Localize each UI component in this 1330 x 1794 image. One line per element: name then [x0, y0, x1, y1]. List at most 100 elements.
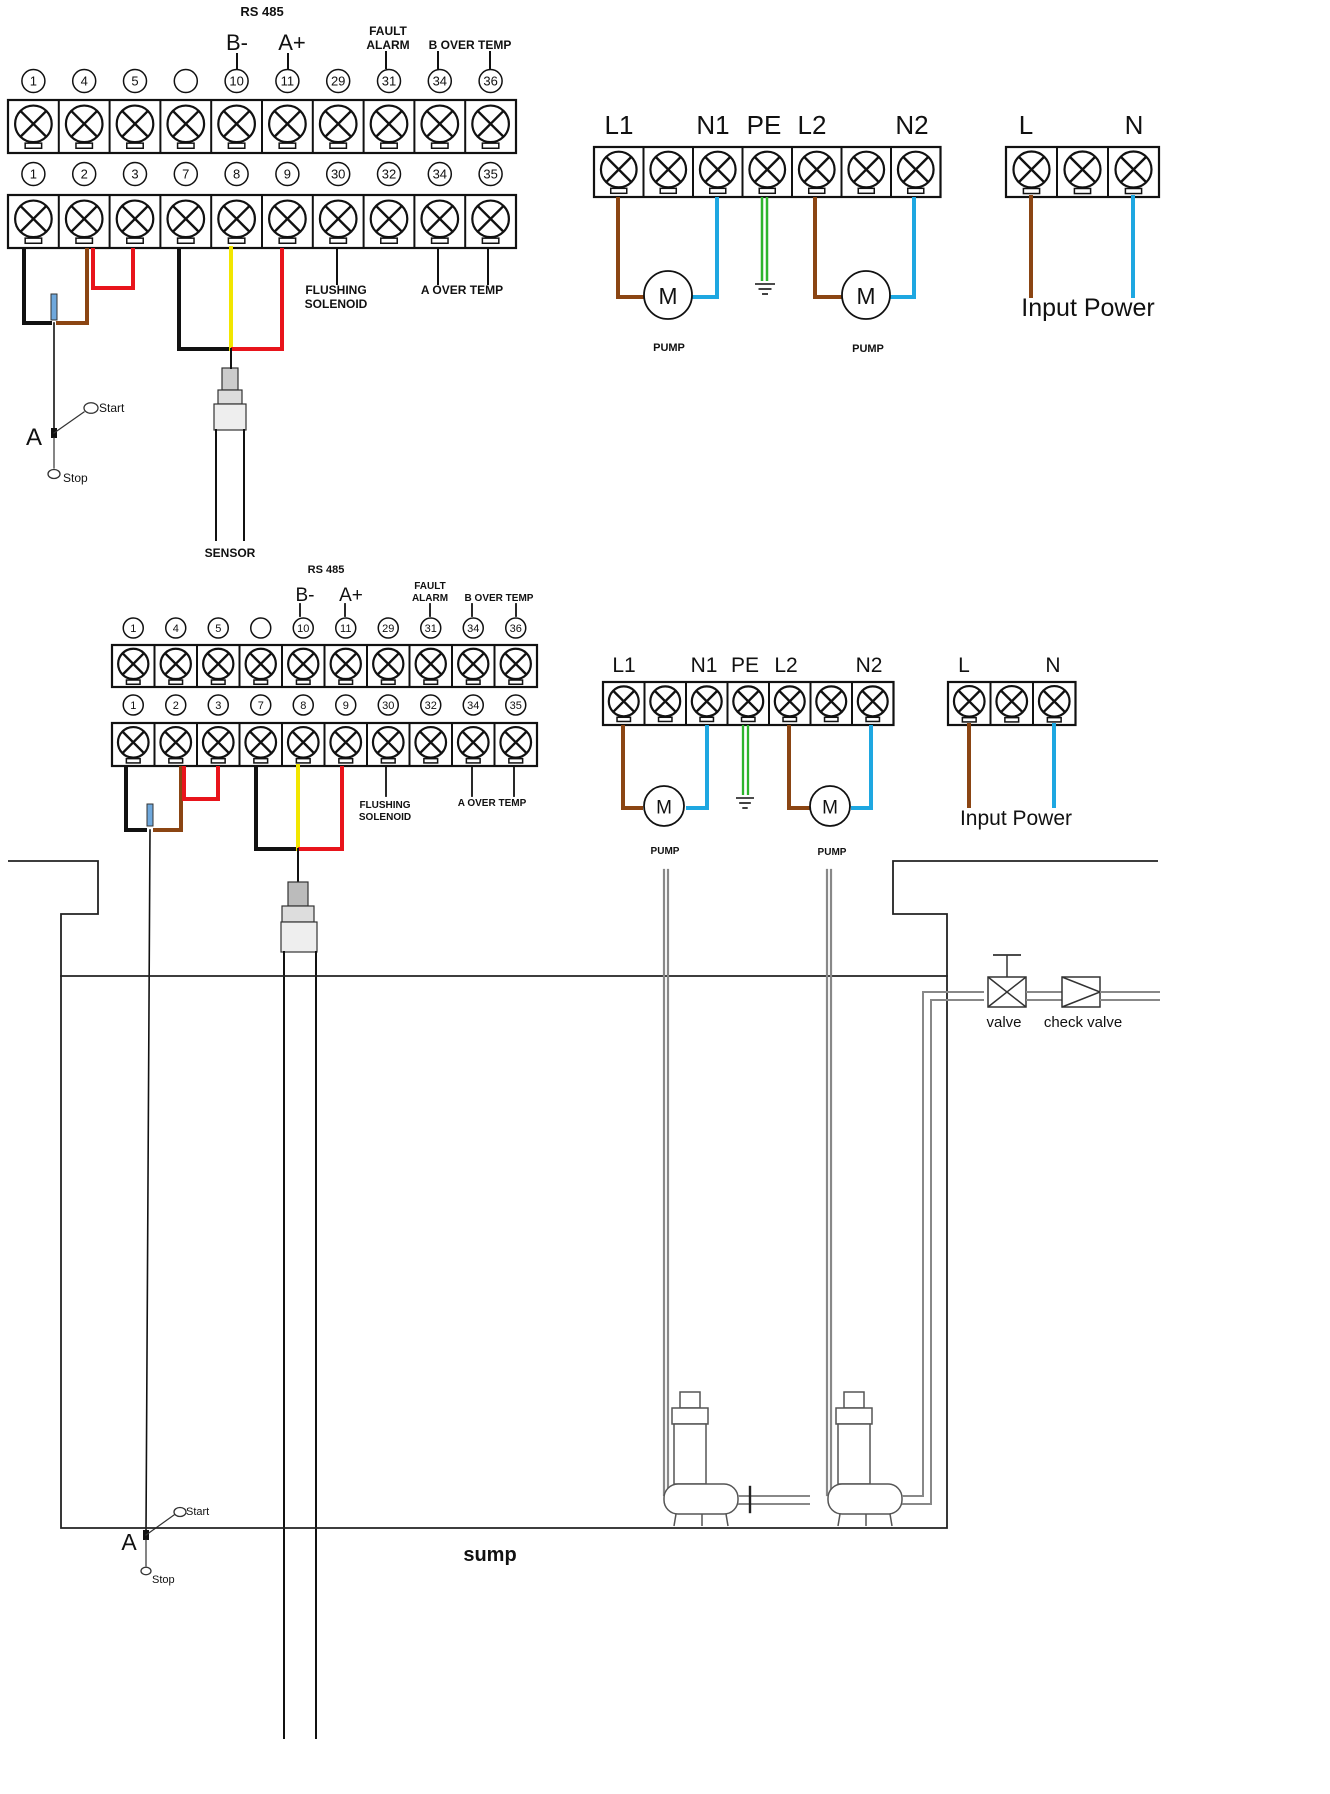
screw-terminal	[166, 199, 206, 245]
screw-terminal	[698, 150, 737, 195]
screw-terminal	[166, 104, 206, 150]
rs485-label: RS 485	[308, 564, 345, 576]
sensor-body	[213, 403, 247, 431]
screw-tab	[24, 237, 43, 245]
screw-tab	[278, 237, 297, 245]
screw-slash	[70, 205, 98, 233]
screw-terminal	[369, 199, 409, 245]
sensor-head	[287, 881, 309, 907]
terminal-number: 30	[377, 694, 399, 716]
float-wire-red	[91, 248, 135, 290]
screw-slash	[695, 690, 719, 713]
terminal-number-circle	[224, 161, 249, 187]
screw-tab	[380, 679, 396, 686]
fault-alarm-label: ALARM	[412, 593, 448, 604]
screw-tab	[508, 679, 524, 686]
screw-slash	[222, 110, 251, 138]
screw-slash	[612, 690, 636, 713]
screw-slash	[1000, 689, 1024, 713]
screw-tab	[1022, 187, 1041, 195]
terminal-number-text: 31	[382, 74, 396, 89]
terminal-number-text: 35	[510, 700, 522, 712]
pump-leg	[673, 1513, 677, 1527]
terminal-number-circle	[420, 617, 442, 639]
screw-slash	[121, 652, 145, 676]
screw-slash	[504, 652, 528, 676]
screw-tab	[24, 142, 43, 150]
terminal-number-circle	[335, 617, 357, 639]
terminal-number-text: 10	[229, 74, 243, 89]
terminal-number-text: 5	[131, 74, 138, 89]
screw-slash	[121, 205, 149, 233]
terminal-label-pe: PE	[731, 654, 759, 677]
terminal-number: 3	[207, 694, 229, 716]
sump-outline	[8, 860, 1158, 1529]
screw-tab	[481, 237, 500, 245]
terminal-number-circle	[377, 617, 399, 639]
terminal-number-text: 34	[467, 700, 479, 712]
float-bulb-icon	[47, 468, 61, 480]
screw-tab	[740, 716, 756, 723]
terminal-label-l2: L2	[774, 654, 797, 677]
screw-terminal	[318, 199, 358, 245]
float-cable	[145, 829, 151, 1533]
terminal-number-text: 30	[382, 700, 394, 712]
terminal-number: 32	[376, 161, 402, 187]
screw-terminal	[649, 685, 682, 723]
screw-terminal	[649, 150, 688, 195]
screw-slash	[164, 730, 188, 754]
screw-terminal	[371, 725, 405, 764]
terminal-number-text: 3	[131, 167, 138, 182]
motor: M	[809, 785, 851, 827]
screw-terminal	[420, 199, 460, 245]
screw-terminal	[414, 647, 447, 686]
screw-terminal	[420, 104, 460, 150]
terminal-number: 36	[478, 68, 503, 94]
terminal-number-text: 35	[483, 167, 497, 182]
pump-handle	[679, 1391, 701, 1409]
terminal-number-circle	[173, 161, 199, 187]
b-minus-label: B-	[226, 30, 248, 55]
screw-slash	[704, 156, 732, 183]
terminal-number-text: 2	[81, 167, 88, 182]
fault-alarm-label: FAULT	[369, 24, 407, 38]
terminal-number	[250, 617, 272, 639]
screw-slash	[605, 156, 633, 183]
screw-terminal	[329, 647, 362, 686]
screw-slash	[476, 205, 505, 233]
a-over-temp-label: A OVER TEMP	[421, 283, 503, 297]
screw-terminal	[202, 647, 235, 686]
sensor-head	[221, 367, 239, 391]
terminal-number-text: 9	[343, 700, 349, 712]
riser-pipe	[902, 999, 984, 1505]
terminal-number-circle	[427, 161, 453, 187]
screw-tab	[465, 679, 481, 686]
screw-terminal	[268, 199, 307, 245]
terminal-number-circle	[427, 68, 453, 94]
terminal-number-circle	[325, 68, 351, 94]
terminal-number-text: 1	[130, 623, 136, 635]
terminal-number-text: 11	[340, 623, 351, 635]
control-terminal-block-top	[6, 98, 518, 155]
screw-tab	[75, 142, 94, 150]
terminal-number-text: 32	[382, 167, 396, 182]
terminal-number: 35	[505, 694, 527, 716]
screw-slash	[291, 730, 315, 754]
screw-tab	[1073, 187, 1092, 195]
screw-terminal	[115, 199, 155, 245]
terminal-number-circle	[207, 617, 229, 639]
flushing-solenoid-label: FLUSHING	[305, 283, 366, 297]
screw-tab	[807, 187, 826, 195]
screw-terminal	[748, 150, 787, 195]
terminal-number-circle	[122, 161, 148, 187]
screw-slash	[70, 110, 98, 138]
terminal-number: 35	[478, 161, 503, 187]
terminal-number: 4	[71, 68, 97, 94]
screw-terminal	[471, 104, 510, 150]
terminal-number-text: 7	[182, 167, 189, 182]
float-stop-label: Stop	[152, 1574, 175, 1586]
input-power-label: Input Power	[960, 807, 1072, 830]
float-a-label: A	[26, 424, 42, 451]
screw-slash	[461, 652, 485, 676]
